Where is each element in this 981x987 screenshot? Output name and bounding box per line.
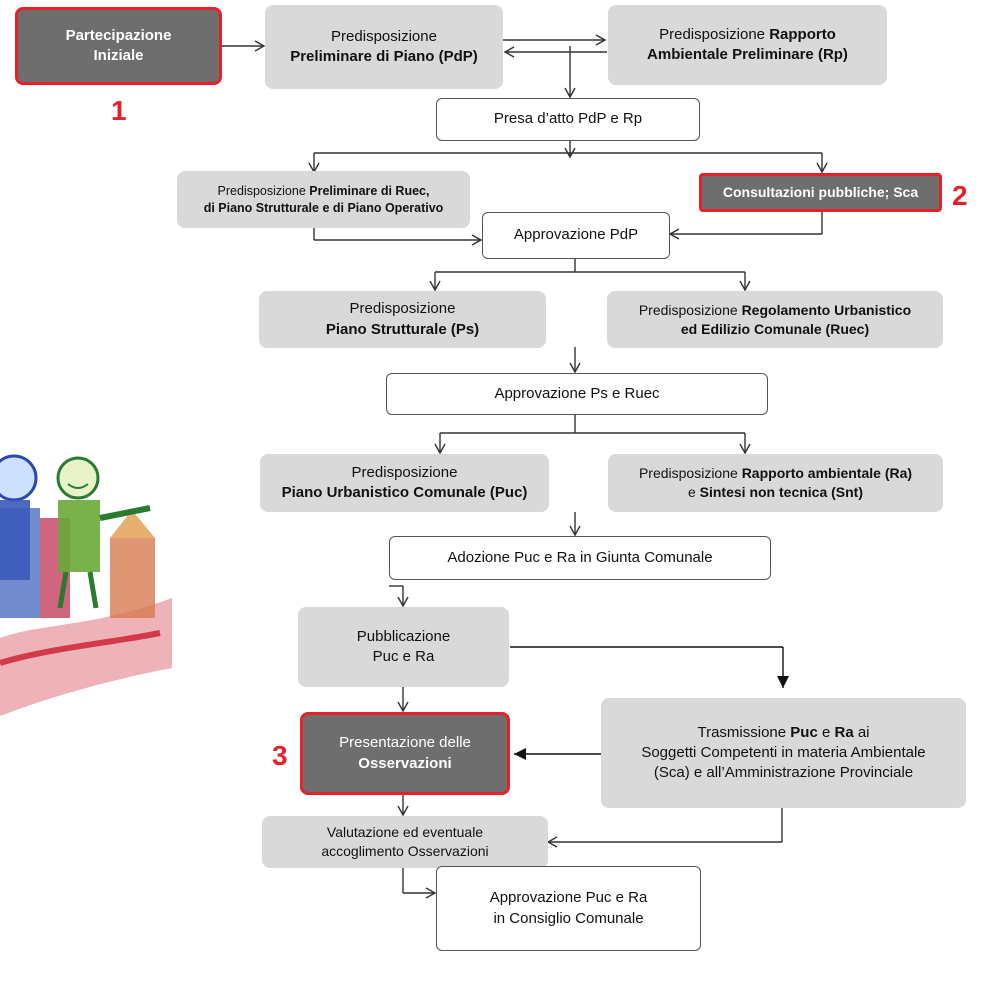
box-ra-line2: e Sintesi non tecnica (Snt) xyxy=(688,483,863,502)
box-pubblicazione-line2: Puc e Ra xyxy=(372,648,435,665)
box-trasmissione-line2: Soggetti Competenti in materia Ambiental… xyxy=(641,743,926,761)
box-ruec-line1-a: Predisposizione xyxy=(638,301,742,318)
box-adozione-label: Adozione Puc e Ra in Giunta Comunale xyxy=(447,548,713,566)
box-trasmissione-line3: (Sca) e all’Amministrazione Provinciale xyxy=(653,764,914,782)
smile xyxy=(67,483,89,489)
box-trasmissione-line1-d: Ra xyxy=(834,723,854,741)
box-ra-line1-a: Predisposizione xyxy=(638,465,742,482)
box-appr-pdp-label: Approvazione PdP xyxy=(513,226,639,244)
box-partecipazione-line1: Partecipazione xyxy=(65,26,172,44)
child-legs xyxy=(57,571,99,609)
box-partecipazione-line2: Iniziale xyxy=(93,47,144,64)
box-ps-line1: Predisposizione xyxy=(349,300,456,318)
child-arm xyxy=(99,505,151,521)
box-ruec-line1: Predisposizione Regolamento Urbanistico xyxy=(639,301,911,320)
box-osservazioni-line2: Osservazioni xyxy=(358,754,452,772)
box-valutazione-osservazioni: Valutazione ed eventuale accoglimento Os… xyxy=(262,816,548,868)
box-pdp-line2: Preliminare di Piano (PdP) xyxy=(290,48,478,65)
box-presa-label: Presa d’atto PdP e Rp xyxy=(493,110,643,128)
box-approvazione-puc-line2: in Consiglio Comunale xyxy=(493,909,644,927)
box-pubblicazione-line1: Pubblicazione xyxy=(356,627,451,645)
box-trasmissione-line1-b: Puc xyxy=(790,723,818,741)
marker-3: 3 xyxy=(272,740,288,771)
child-head-right xyxy=(56,456,100,500)
box-rp-line1: Predisposizione Rapporto xyxy=(659,25,836,45)
box-presentazione-osservazioni: Presentazione delle Osservazioni xyxy=(300,712,510,795)
road-stripe xyxy=(0,598,172,716)
road-line xyxy=(0,630,161,666)
box-ruec-line2: ed Edilizio Comunale (Ruec) xyxy=(680,320,870,337)
box-ruec-line1-b: Regolamento Urbanistico xyxy=(741,301,912,318)
box-consultazioni-pubbliche: Consultazioni pubbliche; Sca xyxy=(699,173,942,212)
box-pubblicazione: Pubblicazione Puc e Ra xyxy=(298,607,509,687)
box-prelim-ruec-line2: di Piano Strutturale e di Piano Operativ… xyxy=(203,200,444,215)
box-valutazione-line2: accoglimento Osservazioni xyxy=(321,843,489,859)
box-approvazione-pdp: Approvazione PdP xyxy=(482,212,670,259)
box-ra-line1: Predisposizione Rapporto ambientale (Ra) xyxy=(639,464,912,483)
box-ps-line2: Piano Strutturale (Ps) xyxy=(325,320,480,338)
box-presa-d-atto: Presa d’atto PdP e Rp xyxy=(436,98,700,141)
box-adozione-puc: Adozione Puc e Ra in Giunta Comunale xyxy=(389,536,771,580)
child-body xyxy=(58,500,100,572)
building-orange xyxy=(110,538,155,618)
box-consultazioni-label: Consultazioni pubbliche; Sca xyxy=(722,184,919,201)
box-rapporto-ambientale: Predisposizione Rapporto ambientale (Ra)… xyxy=(608,454,943,512)
box-partecipazione-iniziale: Partecipazione Iniziale xyxy=(15,7,222,85)
box-preliminare-di-piano: Predisposizione Preliminare di Piano (Pd… xyxy=(265,5,503,89)
marker-1: 1 xyxy=(111,95,127,126)
box-approvazione-puc-line1: Approvazione Puc e Ra xyxy=(489,889,648,907)
box-piano-strutturale: Predisposizione Piano Strutturale (Ps) xyxy=(259,291,546,348)
box-approvazione-puc-ra: Approvazione Puc e Ra in Consiglio Comun… xyxy=(436,866,701,951)
child-body-left xyxy=(0,500,30,580)
box-preliminare-ruec: Predisposizione Preliminare di Ruec, di … xyxy=(177,171,470,228)
box-trasmissione-line1-c: e xyxy=(817,723,835,741)
box-puc-line2: Piano Urbanistico Comunale (Puc) xyxy=(281,484,528,501)
box-piano-urbanistico-comunale: Predisposizione Piano Urbanistico Comuna… xyxy=(260,454,549,512)
marker-2: 2 xyxy=(952,180,968,211)
box-pdp-line1: Predisposizione xyxy=(331,27,437,45)
roof xyxy=(110,510,155,538)
box-prelim-ruec-line1-b: Preliminare di Ruec, xyxy=(309,183,430,198)
box-rapporto-ambientale-preliminare: Predisposizione Rapporto Ambientale Prel… xyxy=(608,5,887,85)
box-rp-line1-a: Predisposizione xyxy=(659,25,770,43)
box-prelim-ruec-line1-a: Predisposizione xyxy=(217,183,310,198)
box-puc-line1: Predisposizione xyxy=(351,463,458,481)
box-rp-line2: Ambientale Preliminare (Rp) xyxy=(647,46,848,63)
children-drawing-illustration xyxy=(0,454,172,716)
box-ra-line1-b: Rapporto ambientale (Ra) xyxy=(741,465,913,482)
box-trasmissione-line1: Trasmissione Puc e Ra ai xyxy=(697,723,869,743)
box-valutazione-line1: Valutazione ed eventuale xyxy=(326,824,484,841)
child-head-left xyxy=(0,454,38,502)
box-prelim-ruec-line1: Predisposizione Preliminare di Ruec, xyxy=(218,183,430,200)
box-rp-line1-b: Rapporto xyxy=(769,25,836,43)
box-approvazione-ps-ruec: Approvazione Ps e Ruec xyxy=(386,373,768,415)
box-osservazioni-line1: Presentazione delle xyxy=(339,734,471,752)
box-appr-ps-label: Approvazione Ps e Ruec xyxy=(494,384,660,402)
box-trasmissione-line1-e: ai xyxy=(853,723,870,741)
box-ra-line2-a: e xyxy=(687,484,700,500)
box-trasmissione: Trasmissione Puc e Ra ai Soggetti Compet… xyxy=(601,698,966,808)
box-trasmissione-line1-a: Trasmissione xyxy=(697,723,791,741)
box-ra-line2-b: Sintesi non tecnica (Snt) xyxy=(699,484,864,500)
box-regolamento-urbanistico: Predisposizione Regolamento Urbanistico … xyxy=(607,291,943,348)
